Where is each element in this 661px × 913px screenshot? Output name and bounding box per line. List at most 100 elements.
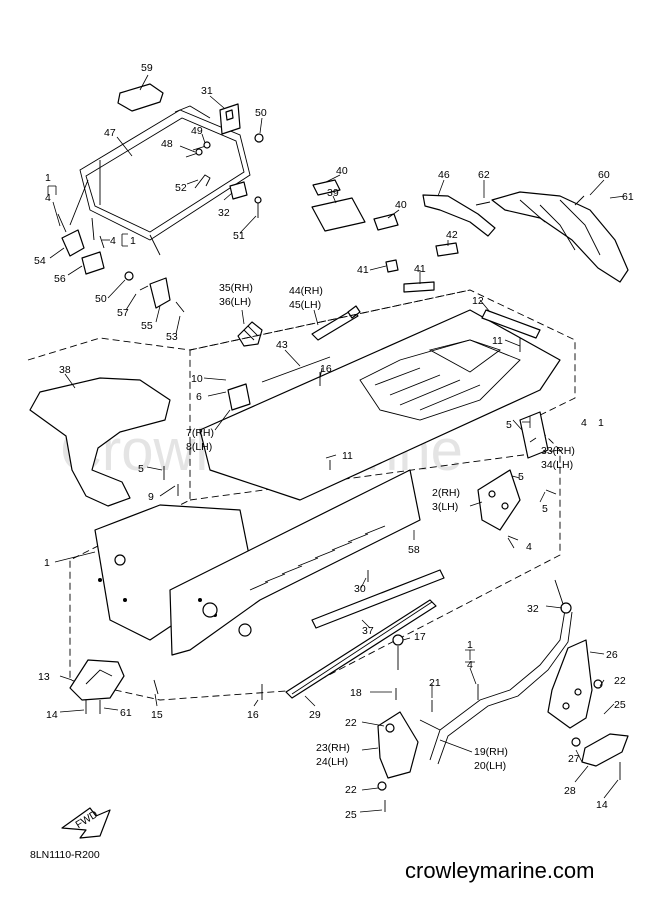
callout: 30 xyxy=(354,583,366,595)
callout: 57 xyxy=(117,307,129,319)
callout: 36(LH) xyxy=(219,296,251,308)
part-40-decal-b xyxy=(373,213,399,231)
part-7-bracket xyxy=(227,383,251,411)
part-40-decal xyxy=(312,179,341,196)
callout: 27 xyxy=(568,753,580,765)
callout: 12 xyxy=(472,295,484,307)
part-60-flap xyxy=(491,191,629,283)
callout: 13 xyxy=(38,671,50,683)
callout: 24(LH) xyxy=(316,756,348,768)
part-41-pad-b xyxy=(403,281,435,293)
callout: 3(LH) xyxy=(432,501,458,513)
callout: 47 xyxy=(104,127,116,139)
drawing-code: 8LN1110-R200 xyxy=(30,849,100,861)
callout: 11 xyxy=(342,450,353,462)
callout: 4 xyxy=(467,659,473,671)
part-13-handle xyxy=(69,659,125,701)
part-12-bar xyxy=(481,309,541,339)
callout: 10 xyxy=(191,373,203,385)
callout: 25 xyxy=(614,699,626,711)
callout: 32 xyxy=(527,603,539,615)
callout: 20(LH) xyxy=(474,760,506,772)
part-37-rail xyxy=(311,569,445,629)
callout: 35(RH) xyxy=(219,282,253,294)
callout: 1 xyxy=(598,417,604,429)
callout: 1 xyxy=(44,557,50,569)
callout: 61 xyxy=(120,707,132,719)
callout: 4 xyxy=(45,192,51,204)
part-41-pad xyxy=(385,259,399,273)
callout: 15 xyxy=(151,709,163,721)
callout: 62 xyxy=(478,169,490,181)
callout: 61 xyxy=(622,191,634,203)
callout: 59 xyxy=(141,62,153,74)
callout: 32 xyxy=(218,207,230,219)
callout: 34(LH) xyxy=(541,459,573,471)
callout: 5 xyxy=(506,419,512,431)
rear-bumper-group xyxy=(69,579,629,812)
callout: 53 xyxy=(166,331,178,343)
part-35-cap xyxy=(237,321,263,347)
callout: 50 xyxy=(255,107,267,119)
callout: 50 xyxy=(95,293,107,305)
fwd-arrow-icon: FWD xyxy=(61,807,111,839)
callout: 5 xyxy=(518,471,524,483)
callout: 41 xyxy=(414,263,426,275)
callout: 17 xyxy=(414,631,426,643)
callout: 60 xyxy=(598,169,610,181)
part-54-bracket xyxy=(61,229,85,257)
callout: 49 xyxy=(191,125,203,137)
part-50-nut xyxy=(254,133,264,143)
tunnel-chassis xyxy=(27,289,576,701)
callout: 42 xyxy=(446,229,458,241)
part-42-decal xyxy=(435,242,459,257)
callout: 54 xyxy=(34,255,46,267)
rear-flap-group xyxy=(422,191,629,283)
callout: 1 xyxy=(467,639,473,651)
callout: 14 xyxy=(46,709,58,721)
callout: 7(RH) xyxy=(186,427,214,439)
grab-bar-assembly xyxy=(57,83,264,313)
callout: 14 xyxy=(596,799,608,811)
part-28-handle xyxy=(581,733,629,767)
site-url: crowleymarine.com xyxy=(405,858,595,883)
part-32-bushing xyxy=(560,602,572,614)
callout: 40 xyxy=(336,165,348,177)
callout: 33(RH) xyxy=(541,445,575,457)
callout: 4 xyxy=(581,417,587,429)
callout: 4 xyxy=(526,541,532,553)
callout: 52 xyxy=(175,182,187,194)
callout: 58 xyxy=(408,544,420,556)
callout: 19(RH) xyxy=(474,746,508,758)
part-23-bracket xyxy=(377,711,419,779)
callout: 40 xyxy=(395,199,407,211)
callout: 25 xyxy=(345,809,357,821)
callout: 22 xyxy=(345,784,357,796)
part-39-decal xyxy=(311,197,366,232)
callout-labels: 59 31 50 47 49 48 52 32 51 1 4 4 1 54 56… xyxy=(34,62,634,821)
part-33-bracket xyxy=(519,411,549,459)
callout: 39 xyxy=(327,187,339,199)
callout: 29 xyxy=(309,709,321,721)
callout: 8(LH) xyxy=(186,441,212,453)
callout: 9 xyxy=(148,491,154,503)
tunnel-deck xyxy=(199,309,561,501)
callout: 16 xyxy=(320,363,332,375)
callout: 51 xyxy=(233,230,245,242)
part-26-plate xyxy=(547,639,593,729)
callout: 5 xyxy=(542,503,548,515)
callout: 16 xyxy=(247,709,259,721)
callout: 26 xyxy=(606,649,618,661)
callout: 22 xyxy=(345,717,357,729)
callout: 44(RH) xyxy=(289,285,323,297)
part-2-bracket xyxy=(477,469,521,531)
part-56-bracket xyxy=(81,251,105,275)
callout: 1 xyxy=(45,172,51,184)
side-panel-lower xyxy=(169,469,421,656)
callout: 48 xyxy=(161,138,173,150)
callout: 31 xyxy=(201,85,213,97)
part-59-cap xyxy=(117,83,164,112)
callout: 5 xyxy=(138,463,144,475)
callout: 43 xyxy=(276,339,288,351)
